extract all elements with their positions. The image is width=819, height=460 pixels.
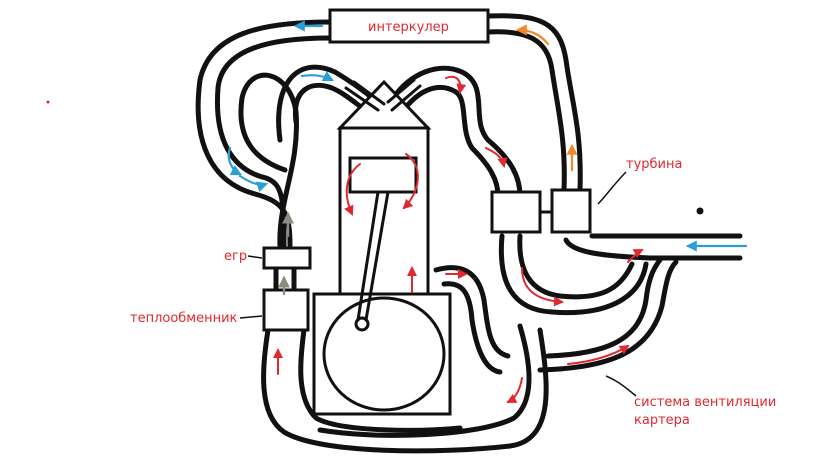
- pipe-ccv-b: [498, 233, 649, 316]
- arrow-red-ccv-c: [627, 249, 644, 263]
- pipe-exhaust-inner: [399, 84, 501, 199]
- leader-egr: [247, 255, 263, 259]
- pipe-ccv-d: [537, 259, 679, 373]
- pipe-intercooler-out-outer: [195, 19, 333, 249]
- egr-box: [262, 246, 312, 270]
- arrow-red-exhaust-down: [485, 147, 508, 168]
- arrow-red-bottom-right: [506, 377, 523, 403]
- pipe-intake-b: [292, 82, 371, 125]
- pipe-intercooler-out-inner: [214, 35, 333, 249]
- arrow-red-piston-right: [402, 153, 419, 210]
- arrow-red-ccv-a: [521, 267, 564, 307]
- heat-exchanger-box: [262, 288, 310, 332]
- pipe-intake-a: [276, 64, 378, 143]
- pipe-intake-outer: [238, 72, 299, 249]
- label-crankcase-ventilation-1: система вентиляции: [634, 395, 776, 410]
- piston: [348, 156, 418, 194]
- connecting-rod-b: [364, 190, 390, 322]
- pipe-turbine-out-bottom: [563, 237, 743, 261]
- exhaust-valve-stem-2: [386, 78, 416, 104]
- label-egr: егр: [224, 249, 247, 264]
- arrow-red-ccv-b: [567, 344, 630, 365]
- pipes: [195, 13, 743, 454]
- label-crankcase-ventilation-2: картера: [634, 413, 690, 428]
- labels: интеркулер турбина егр теплообменник сис…: [130, 20, 776, 428]
- arrow-red-piston-left: [344, 163, 361, 216]
- arrow-blue-left-side: [238, 174, 269, 192]
- flow-arrows-gray: [278, 211, 294, 296]
- intake-valve-stem: [344, 86, 380, 112]
- exhaust-valve-stem: [390, 84, 422, 112]
- crank-disc: [322, 296, 446, 412]
- pipe-egr-link: [273, 265, 297, 293]
- stray-dot-left: [46, 100, 50, 104]
- pipe-ccv-a: [517, 233, 635, 300]
- arrow-orange-to-intercooler: [515, 24, 550, 46]
- intercooler-box: [328, 8, 490, 44]
- arrow-blue-left-down: [227, 146, 242, 176]
- leader-crankcase-ventilation: [605, 375, 637, 397]
- pipe-crankcase-right-a: [433, 265, 511, 359]
- turbine-cold-side: [550, 188, 592, 234]
- stray-dot-right: [696, 207, 704, 215]
- pipe-exhaust-outer: [389, 65, 523, 199]
- arrow-red-exhaust-head: [445, 75, 467, 94]
- flow-arrows-red: [273, 75, 644, 403]
- pipe-ccv-c: [545, 257, 663, 359]
- label-turbine: турбина: [626, 157, 682, 172]
- pipe-compressor-inner: [485, 29, 567, 193]
- arrow-blue-intake: [300, 71, 334, 82]
- pipe-crankcase-right-b: [441, 281, 503, 375]
- pipe-bottom-inner: [298, 327, 463, 433]
- engine-internals: [344, 78, 422, 322]
- flow-arrows-orange: [515, 24, 578, 172]
- connecting-rod-a: [356, 190, 380, 322]
- flow-arrows-blue: [227, 20, 748, 252]
- pipe-crankcase-right-c: [317, 323, 532, 438]
- leader-heat-exchanger: [239, 315, 263, 319]
- leader-turbine: [597, 171, 627, 205]
- label-heat-exchanger: теплообменник: [130, 311, 238, 326]
- pipe-bottom-outer: [261, 327, 549, 454]
- intake-valve-stem-2: [352, 80, 386, 106]
- leader-lines: [239, 171, 637, 397]
- turbine-hot-side: [490, 190, 542, 234]
- label-intercooler: интеркулер: [368, 20, 449, 35]
- pipe-compressor-outer: [485, 13, 583, 193]
